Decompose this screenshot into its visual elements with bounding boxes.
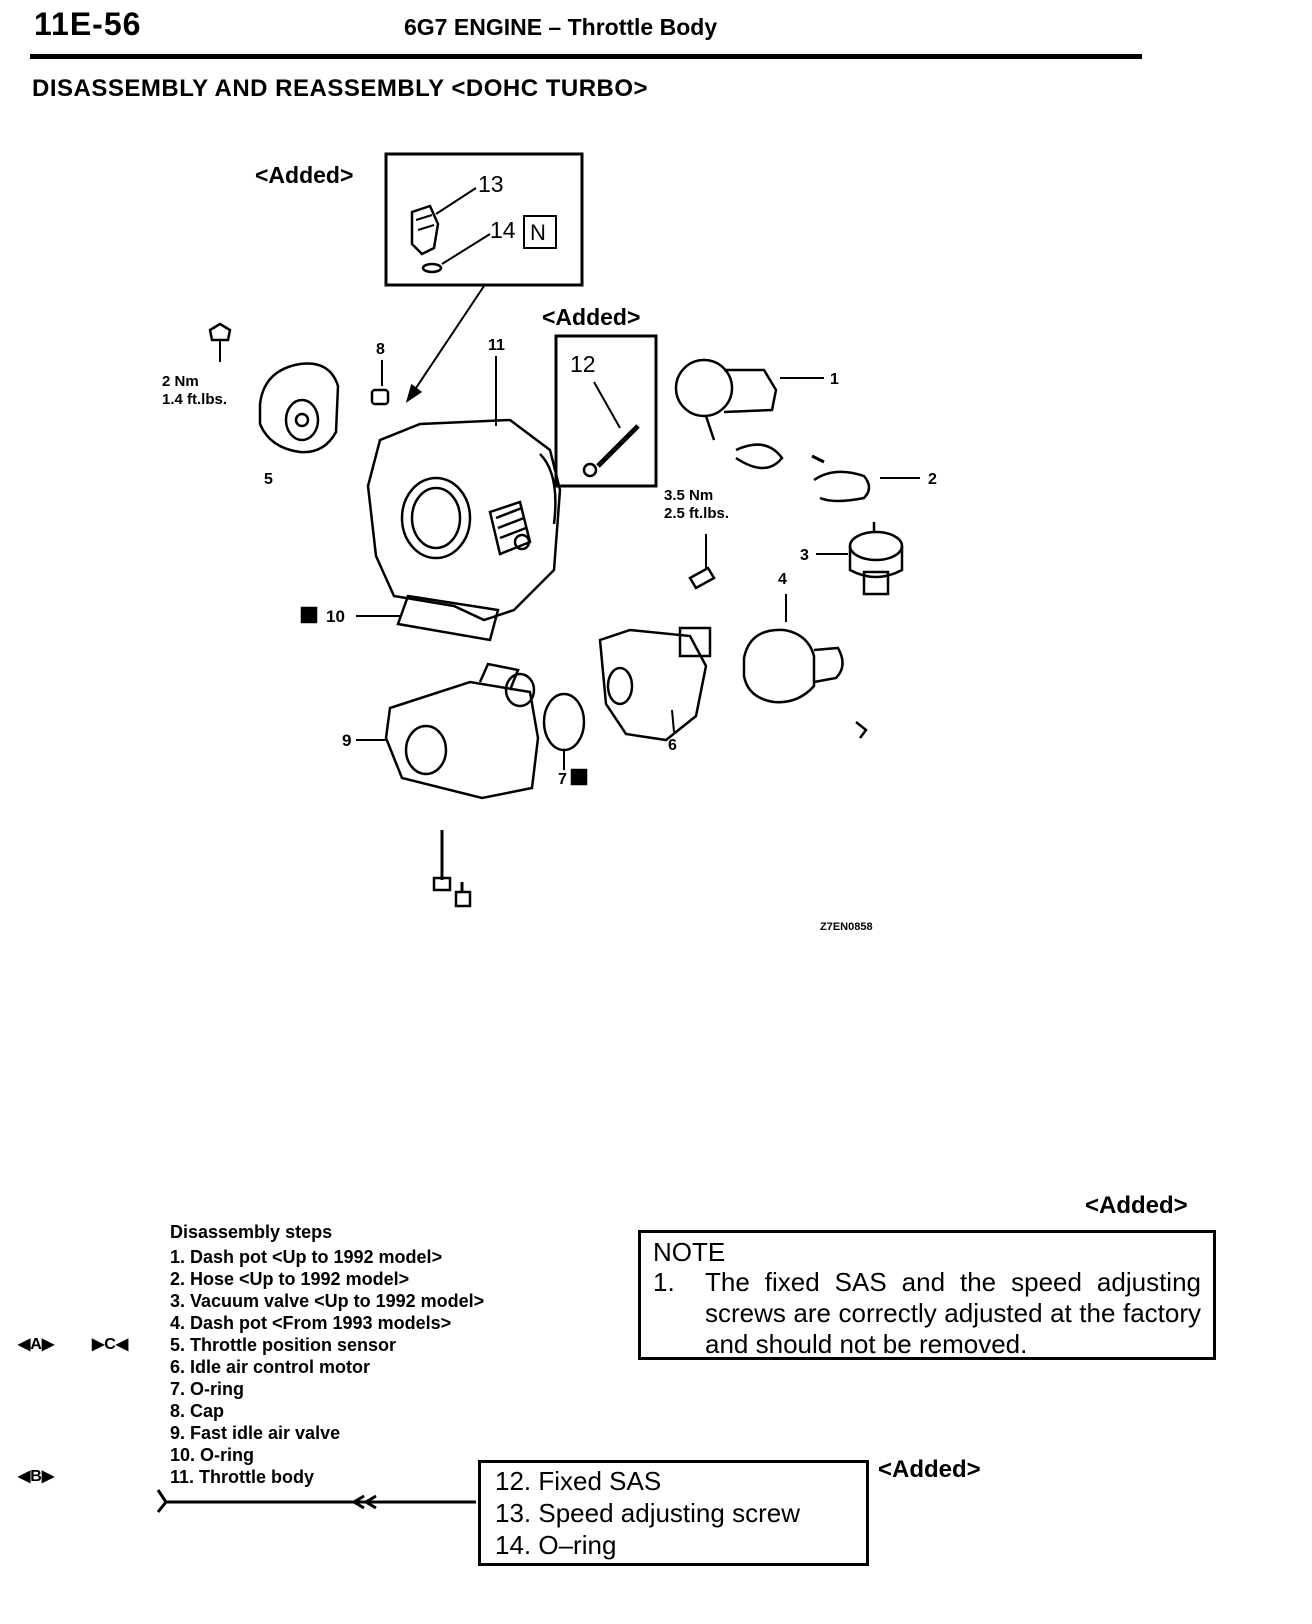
callout-11: 11 [488, 337, 505, 354]
exploded-diagram: <Added> 13 14 N <Added> 12 2 Nm 1.4 ft.l… [162, 152, 937, 933]
part-6-iac-motor [598, 626, 712, 742]
step-item: 4. Dash pot <From 1993 models> [170, 1313, 452, 1333]
step-item: 8. Cap [170, 1401, 225, 1421]
step-item: 3. Vacuum valve <Up to 1992 model> [170, 1291, 485, 1311]
header-rule [30, 54, 1142, 59]
callout-2: 2 [928, 471, 937, 488]
callout-12: 12 [570, 351, 596, 377]
note-text: The fixed SAS and the speed adjusting sc… [705, 1267, 1201, 1359]
step-item: 1. Dash pot <Up to 1992 model> [170, 1247, 443, 1267]
figure-code: Z7EN0858 [820, 921, 873, 933]
part-9-fast-idle-air-valve [384, 662, 540, 800]
callout-13: 13 [478, 171, 504, 197]
service-marker-c: ▶C◀ [92, 1336, 129, 1353]
step-item: 6. Idle air control motor [170, 1357, 371, 1377]
part-11-throttle-body [366, 418, 562, 622]
part-5-tps [258, 362, 340, 454]
callout-5: 5 [264, 471, 273, 488]
steps-connector [156, 1489, 476, 1513]
steps-list: 1. Dash pot <Up to 1992 model> 2. Hose <… [170, 1246, 484, 1488]
torque-2-nm: 3.5 Nm [664, 487, 713, 504]
step-item: 10. O-ring [170, 1445, 255, 1465]
part-3-vacuum-valve [848, 522, 904, 596]
callout-1: 1 [830, 371, 839, 388]
callout-14: 14 [490, 217, 516, 243]
note-index: 1. [653, 1267, 675, 1297]
inset-added-12: <Added> 12 [542, 304, 658, 488]
step-item: 9. Fast idle air valve [170, 1423, 341, 1443]
note-heading: NOTE [653, 1237, 726, 1267]
section-title: DISASSEMBLY AND REASSEMBLY <DOHC TURBO> [32, 75, 649, 102]
step-item: 2. Hose <Up to 1992 model> [170, 1269, 410, 1289]
step-item: 5. Throttle position sensor [170, 1335, 397, 1355]
added-steps-box: 12. Fixed SAS 13. Speed adjusting screw … [478, 1460, 869, 1566]
page-title: 6G7 ENGINE – Throttle Body [404, 14, 718, 40]
inset-right-label: <Added> [542, 304, 640, 330]
inset-top-label: <Added> [255, 162, 353, 188]
service-marker-b: ◀B▶ [18, 1468, 55, 1485]
callout-4: 4 [778, 571, 787, 588]
inset-added-13-14: <Added> 13 14 N [255, 152, 584, 287]
added-step-item: 12. Fixed SAS [495, 1466, 662, 1496]
part-1-dash-pot [674, 358, 778, 441]
callout-10: 10 [326, 607, 345, 626]
callout-6: 6 [668, 737, 677, 754]
callout-8: 8 [376, 341, 385, 358]
added-steps-label: <Added> [878, 1456, 981, 1483]
callout-7: 7 [558, 771, 567, 788]
added-step-item: 14. O–ring [495, 1530, 617, 1560]
note-box: NOTE 1. The fixed SAS and the speed adju… [638, 1230, 1216, 1360]
steps-title: Disassembly steps [170, 1222, 333, 1242]
callout-9: 9 [342, 731, 351, 750]
step-item: 7. O-ring [170, 1379, 245, 1399]
service-marker-a: ◀A▶ [18, 1336, 55, 1353]
note-added-label: <Added> [1085, 1192, 1188, 1219]
new-part-mark: N [530, 220, 546, 245]
torque-1-nm: 2 Nm [162, 373, 199, 390]
page-number: 11E-56 [34, 6, 142, 42]
part-4-dash-pot [742, 628, 844, 704]
torque-2-ftlbs: 2.5 ft.lbs. [664, 505, 729, 522]
bolt-tps [208, 322, 232, 362]
torque-1-ftlbs: 1.4 ft.lbs. [162, 391, 227, 408]
added-step-item: 13. Speed adjusting screw [495, 1498, 800, 1528]
step-item: 11. Throttle body [170, 1467, 315, 1487]
callout-3: 3 [800, 547, 809, 564]
